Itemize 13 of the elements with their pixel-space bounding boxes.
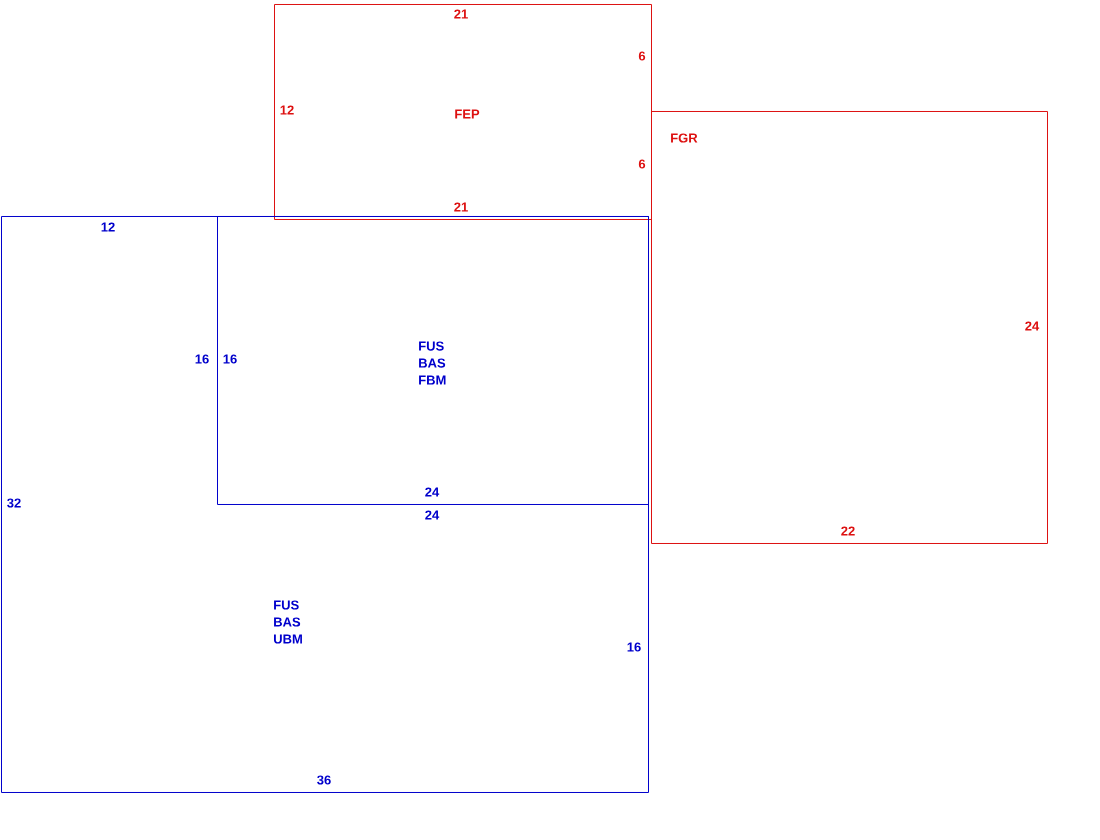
dimension-label: 36 [317,775,331,785]
dimension-label: 21 [454,202,468,212]
dimension-label: 16 [223,354,237,364]
dimension-label: 12 [280,105,294,115]
dimension-label: 24 [425,487,440,497]
dimension-label: 6 [638,159,646,169]
dimension-label: 22 [841,526,855,536]
dimension-label: 16 [627,642,641,652]
dimension-label: 21 [454,9,468,19]
dimension-label: 32 [7,498,21,508]
dimension-label: 12 [101,222,115,232]
dimension-label: 6 [638,51,646,61]
dimension-label: 24 [1025,321,1040,331]
